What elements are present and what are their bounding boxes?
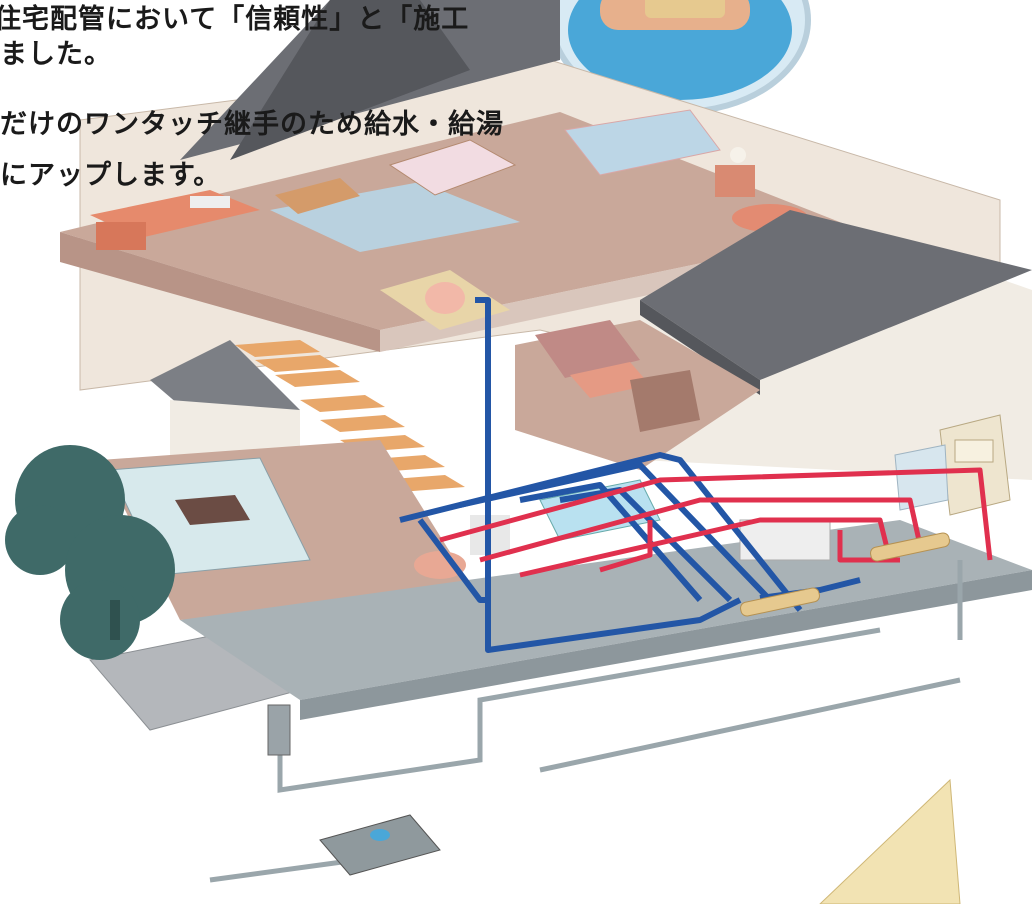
hot-water-pipes xyxy=(439,467,993,578)
pipe-fitting-icon xyxy=(740,532,950,617)
water-heater-icon xyxy=(939,414,1011,516)
headline-line-1: 住宅配管において「信頼性」と「施工 xyxy=(0,4,470,35)
headline-line-4: にアップします。 xyxy=(0,160,222,191)
tree-icon xyxy=(5,445,175,660)
headline-line-3: だけのワンタッチ継手のため給水・給湯 xyxy=(0,109,504,140)
water-meter-icon xyxy=(267,704,441,876)
bathroom-fixtures xyxy=(414,479,831,579)
headline-line-2: ました。 xyxy=(0,39,112,70)
pipe-section-icon xyxy=(819,778,961,904)
annex-house xyxy=(515,210,1032,516)
upper-floor-furniture xyxy=(90,109,808,314)
headline-copy: 住宅配管において「信頼性」と「施工 ました。 だけのワンタッチ継手のため給水・給… xyxy=(0,0,600,200)
ground-floor xyxy=(89,440,1032,731)
cold-water-pipes xyxy=(399,297,861,653)
